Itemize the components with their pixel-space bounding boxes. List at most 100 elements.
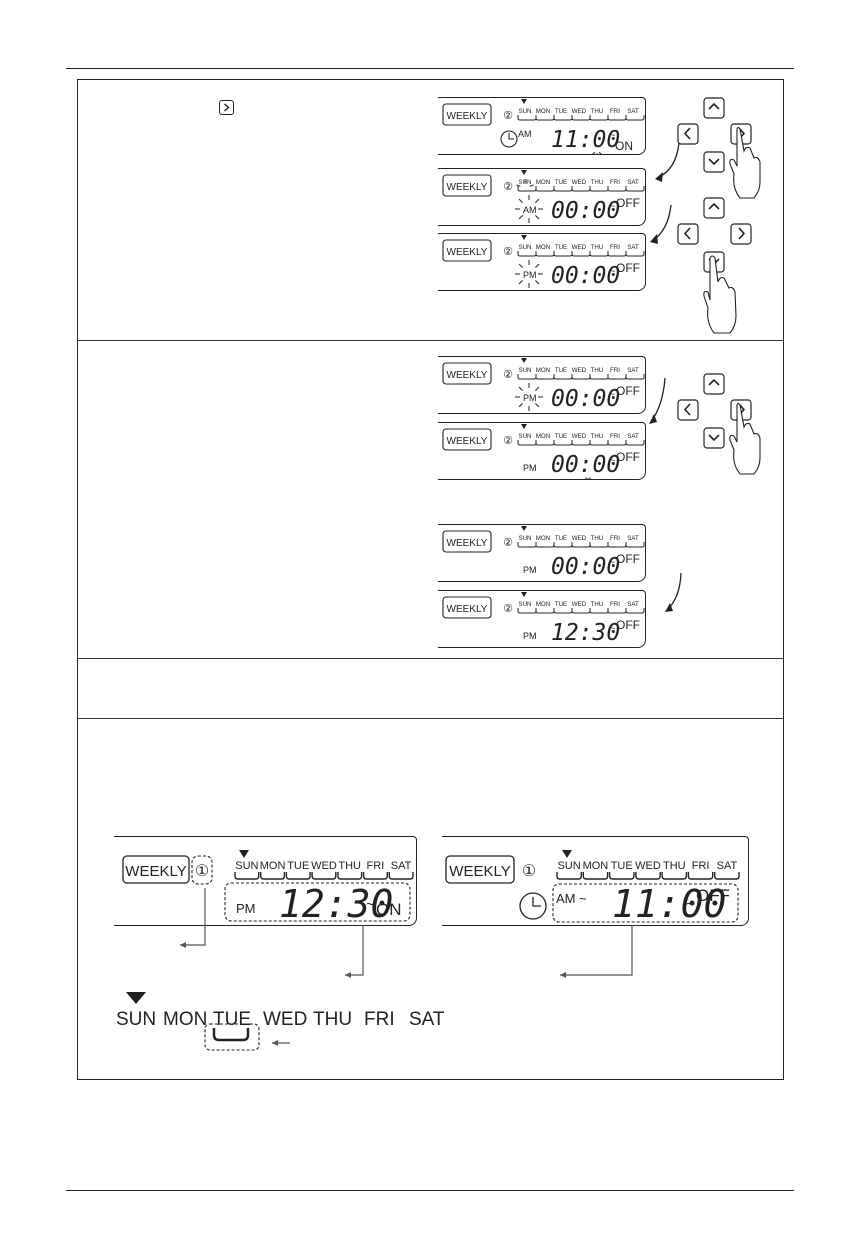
day-label-thu: THU xyxy=(591,108,604,115)
program-number: ② xyxy=(503,181,513,193)
down-button[interactable] xyxy=(703,151,725,173)
program-number: ① xyxy=(195,863,209,880)
ampm-label: PM xyxy=(523,393,537,403)
left-button[interactable] xyxy=(677,123,699,145)
day-label-sun: SUN xyxy=(518,433,531,440)
weekly-badge xyxy=(122,855,190,884)
day-label-mon: MON xyxy=(536,535,550,542)
left-button[interactable] xyxy=(677,399,699,421)
day-bar xyxy=(608,872,635,880)
day-label-sat: SAT xyxy=(627,367,639,374)
current-day-marker xyxy=(521,592,527,597)
callout-line-program xyxy=(180,888,206,946)
ampm-label: PM xyxy=(523,565,537,575)
current-day-marker xyxy=(239,850,249,858)
left-button[interactable] xyxy=(677,223,699,245)
day-label-wed: WED xyxy=(572,433,587,440)
ampm-label: PM xyxy=(236,901,256,916)
day-bar xyxy=(661,872,688,880)
day-bar xyxy=(556,872,582,880)
current-day-marker xyxy=(521,99,527,104)
day-bar xyxy=(260,872,286,880)
day-label-sun: SUN xyxy=(518,601,531,608)
tilde: ~ xyxy=(610,201,615,211)
program-number: ② xyxy=(503,369,513,381)
up-button[interactable] xyxy=(703,373,725,395)
day-bar xyxy=(285,872,311,880)
down-button[interactable] xyxy=(703,427,725,449)
day-label-sat: SAT xyxy=(627,179,639,186)
day-bar xyxy=(625,608,645,614)
tilde: ~ xyxy=(610,455,615,465)
day-label-mon: MON xyxy=(260,860,286,872)
day-bar xyxy=(714,872,740,880)
day-label-thu: THU xyxy=(591,535,604,542)
on-off-label: ON xyxy=(615,139,633,153)
on-off-label: OFF xyxy=(616,261,640,275)
right-button[interactable] xyxy=(730,223,752,245)
time-digits: 00:00 xyxy=(551,386,620,412)
day-bar xyxy=(388,872,414,880)
chevron-up-icon xyxy=(708,202,720,210)
ampm-label: AM xyxy=(556,891,576,906)
day-label-fri: FRI xyxy=(610,601,620,608)
tilde: ~ xyxy=(579,891,587,906)
time-digits: 00:00 xyxy=(551,554,620,580)
direction-pad-1 xyxy=(674,96,784,236)
chevron-up-icon xyxy=(708,378,720,386)
on-off-label: OFF xyxy=(616,384,640,398)
day-bar xyxy=(234,872,260,880)
day-label-sat: SAT xyxy=(627,535,639,542)
on-off-label: OFF xyxy=(616,450,640,464)
day-label-sun: SUN xyxy=(518,108,531,115)
day-label-sat: SAT xyxy=(627,244,639,251)
tilde: ~ xyxy=(610,557,615,567)
blink-indicator xyxy=(515,383,543,411)
day-bar xyxy=(635,872,661,880)
day-wed: WED xyxy=(263,1009,307,1030)
day-label-mon: MON xyxy=(536,244,550,251)
day-label-sun: SUN xyxy=(518,535,531,542)
time-digits: 00:00 xyxy=(551,452,620,478)
day-tue: TUE xyxy=(213,1009,251,1030)
program-number-highlight xyxy=(191,855,213,885)
time-digits: 11:00 xyxy=(551,127,620,153)
weekly-label: WEEKLY xyxy=(449,863,510,880)
day-label-sat: SAT xyxy=(627,601,639,608)
day-label-thu: THU xyxy=(591,367,604,374)
up-button[interactable] xyxy=(703,197,725,219)
ampm-label: PM xyxy=(523,270,537,280)
day-label-fri: FRI xyxy=(610,244,620,251)
day-label-fri: FRI xyxy=(367,860,385,872)
day-label-thu: THU xyxy=(591,601,604,608)
blink-indicator xyxy=(585,477,591,479)
current-day-marker xyxy=(562,850,572,858)
chevron-down-icon xyxy=(708,158,720,166)
day-bar xyxy=(362,872,388,880)
tilde: ~ xyxy=(366,896,374,912)
day-label-sat: SAT xyxy=(717,860,738,872)
weekly-badge xyxy=(442,362,492,385)
day-label-sun: SUN xyxy=(518,244,531,251)
time-highlight xyxy=(224,882,411,922)
header-rule xyxy=(66,68,794,69)
weekly-badge xyxy=(442,428,492,451)
weekly-label: WEEKLY xyxy=(447,604,488,615)
tilde: ~ xyxy=(610,266,615,276)
day-label-fri: FRI xyxy=(610,535,620,542)
on-off-label: OFF xyxy=(616,196,640,210)
on-off-label: ON xyxy=(376,900,402,919)
up-button[interactable] xyxy=(703,97,725,119)
day-label-mon: MON xyxy=(536,433,550,440)
day-sun: SUN xyxy=(116,1009,156,1030)
current-day-marker xyxy=(126,992,146,1004)
weekly-label: WEEKLY xyxy=(447,111,488,122)
tilde: ~ xyxy=(610,623,615,633)
pointing-hand-icon xyxy=(703,255,737,334)
day-label-sun: SUN xyxy=(235,860,258,872)
on-off-label: OFF xyxy=(696,886,730,905)
day-label-tue: TUE xyxy=(555,433,567,440)
program-number: ② xyxy=(503,603,513,615)
